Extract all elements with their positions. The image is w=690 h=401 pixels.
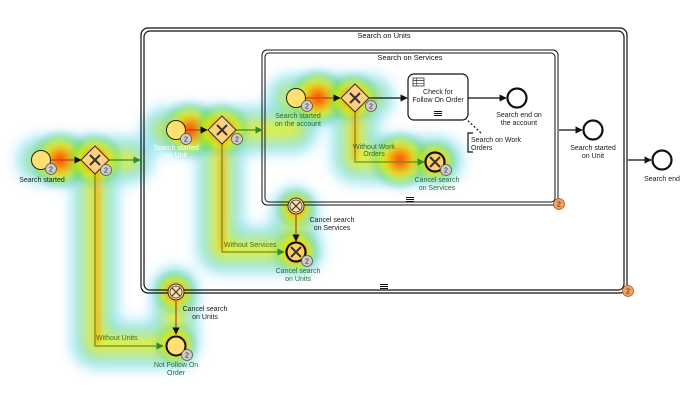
boundary-event-cancel-search-on-units[interactable]: Cancel search on Units <box>167 283 228 321</box>
table-icon <box>412 77 425 87</box>
event-label: on Unit <box>165 152 187 159</box>
badge <box>231 133 243 145</box>
badge <box>181 349 193 361</box>
exclusive-gateway[interactable]: 2 <box>207 115 243 145</box>
badge <box>553 198 565 210</box>
event-label: on Units <box>285 276 311 283</box>
event-label: Cancel search <box>276 268 321 275</box>
flow-without-services[interactable] <box>221 144 285 256</box>
subprocess-search-on-units[interactable]: Search on Units 2 <box>140 27 634 297</box>
badge <box>440 164 452 176</box>
annotation-label: Search on Work <box>471 137 522 144</box>
badge <box>180 133 192 145</box>
cancel-x-icon <box>290 246 302 258</box>
collapse-marker-icon[interactable] <box>380 284 388 289</box>
subprocess-outer-title: Search on Units <box>357 31 411 40</box>
task-label: Follow On Order <box>412 97 464 104</box>
end-event-cancel-search-on-units[interactable]: 2 Cancel search on Units <box>276 241 321 284</box>
sequence-flows <box>51 94 652 350</box>
event-label: Search end on <box>496 112 542 119</box>
event-label: Search end <box>644 176 680 183</box>
x-icon <box>89 154 101 166</box>
event-label: the account <box>501 120 537 127</box>
boundary-event-cancel-search-on-services[interactable]: Cancel search on Services <box>287 197 355 232</box>
flow-label: Without Units <box>96 335 138 342</box>
x-icon <box>216 124 228 136</box>
end-event-search-end[interactable]: Search end <box>644 149 680 184</box>
task-check-for-follow-on-order[interactable]: Check for Follow On Order <box>407 73 469 121</box>
badge-count: 2 <box>184 137 188 144</box>
event-label: Cancel search <box>310 217 355 224</box>
badge-count: 2 <box>557 202 561 209</box>
event-label: on Unit <box>582 153 604 160</box>
event-label: Search started <box>153 145 199 152</box>
annotation-label: Orders <box>471 145 493 152</box>
badge <box>100 164 112 176</box>
event-label: on Units <box>192 314 218 321</box>
badge <box>45 163 57 175</box>
event-label: Cancel search <box>415 177 460 184</box>
flow-without-units[interactable] <box>94 174 164 350</box>
badge <box>301 255 313 267</box>
event-label: Search started <box>570 145 616 152</box>
end-event-search-started-on-unit[interactable]: Search started on Unit <box>570 119 616 161</box>
association <box>464 117 483 135</box>
text-annotation: Search on Work Orders <box>471 137 522 152</box>
badge-count: 2 <box>49 167 53 174</box>
start-event-search-started-on-account[interactable]: 2 Search started on the account <box>275 88 321 129</box>
badge-count: 2 <box>235 137 239 144</box>
event-label: on Services <box>419 185 456 192</box>
annotation-bracket <box>467 132 473 153</box>
end-event-not-follow-on-order[interactable]: 2 Not Follow On Order <box>154 335 198 378</box>
flow-label: Orders <box>363 151 385 158</box>
badge-count: 2 <box>626 289 630 296</box>
start-event-search-started[interactable]: 2 Search started <box>19 150 65 185</box>
subprocess-inner-title: Search on Services <box>377 53 442 62</box>
end-event-cancel-search-on-work-orders[interactable]: 2 Cancel search on Services <box>415 151 460 193</box>
event-label: Not Follow On <box>154 362 198 369</box>
start-event-search-started-on-unit[interactable]: 2 Search started on Unit <box>153 120 199 160</box>
event-label: on the account <box>275 121 321 128</box>
badge <box>622 285 634 297</box>
collapse-marker-icon[interactable] <box>434 111 442 116</box>
flow-label: Without Work <box>353 144 395 151</box>
exclusive-gateway[interactable]: 2 <box>340 83 377 113</box>
badge-count: 2 <box>305 259 309 266</box>
cancel-x-icon <box>429 156 441 168</box>
x-icon <box>349 92 361 104</box>
exclusive-gateway[interactable]: 2 <box>80 145 112 176</box>
badge <box>365 100 377 112</box>
end-event-search-end-on-account[interactable]: Search end on the account <box>496 87 542 128</box>
cancel-x-icon <box>291 201 301 211</box>
badge <box>301 100 313 112</box>
event-label: Search started <box>19 177 65 184</box>
badge-count: 2 <box>305 104 309 111</box>
badge-count: 2 <box>185 353 189 360</box>
cancel-x-icon <box>171 287 181 297</box>
event-label: Search started <box>275 113 321 120</box>
badge-count: 2 <box>104 168 108 175</box>
event-label: Order <box>167 370 186 377</box>
badge-count: 2 <box>369 104 373 111</box>
flow-label: Without Services <box>224 242 277 249</box>
task-label: Check for <box>423 89 454 96</box>
collapse-marker-icon[interactable] <box>406 197 414 202</box>
event-label: on Services <box>314 225 351 232</box>
event-label: Cancel search <box>183 306 228 313</box>
flow-without-work-orders[interactable] <box>354 112 425 166</box>
badge-count: 2 <box>444 168 448 175</box>
